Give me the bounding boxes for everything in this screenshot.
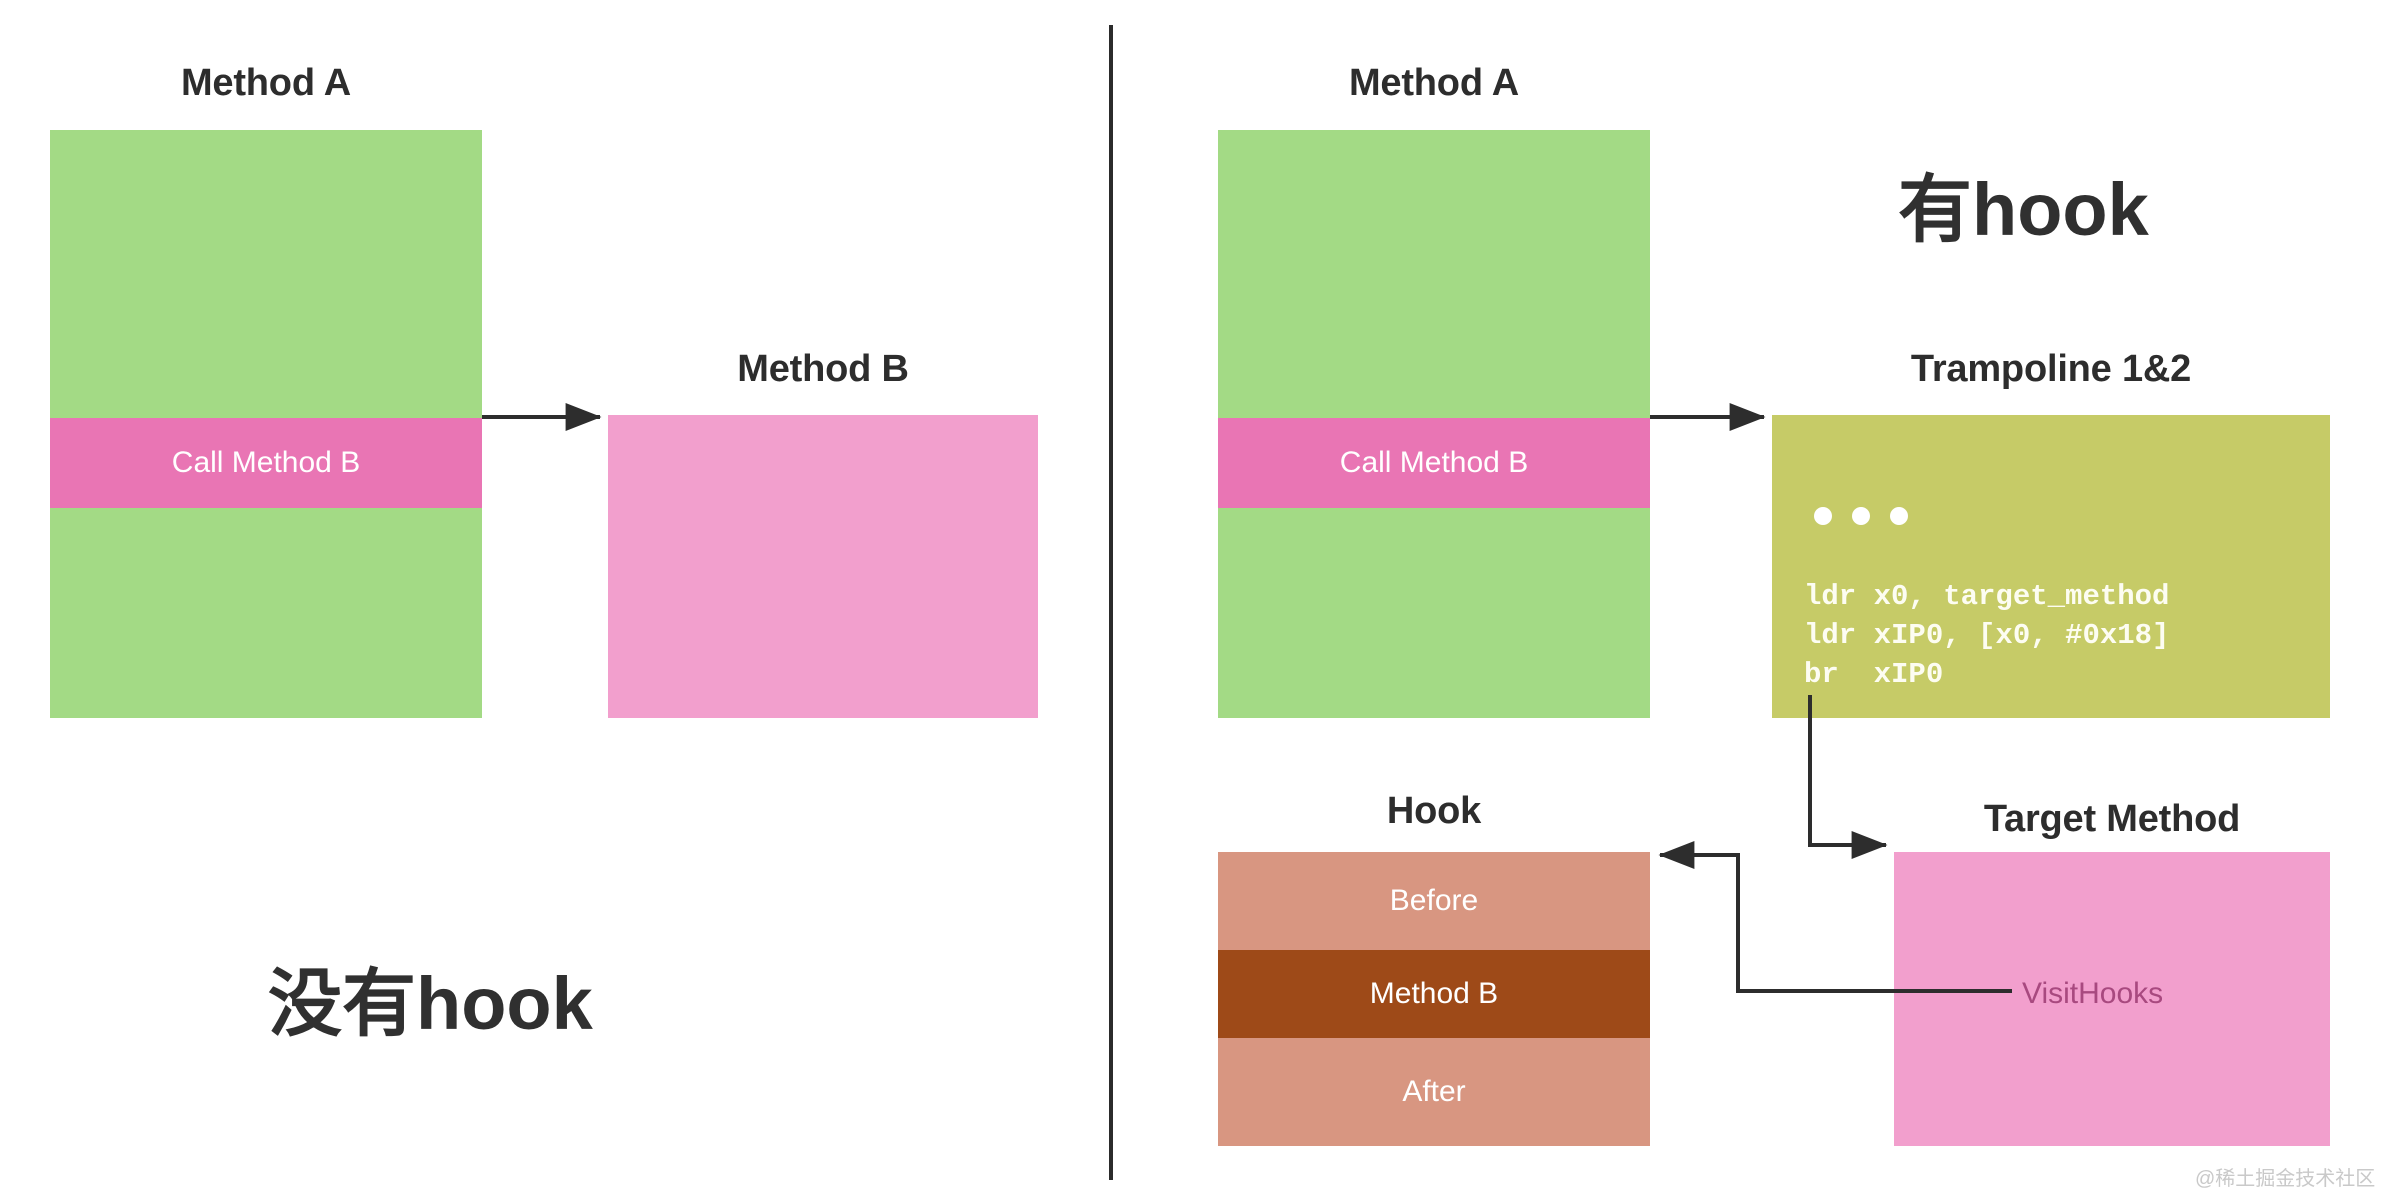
- left-method-b-box: [608, 415, 1038, 718]
- left-call-method-b-label: Call Method B: [171, 446, 361, 479]
- ellipsis-dot-2: [1852, 507, 1870, 525]
- ellipsis-dots: [1814, 507, 1908, 525]
- hook-band-before: Before: [1218, 852, 1650, 950]
- hook-band-after-label: After: [1402, 1075, 1466, 1108]
- trampoline-code-line-1: ldr x0, target_method: [1804, 580, 2170, 613]
- left-method-a-body-top: [50, 130, 482, 418]
- left-panel-caption: 没有hook: [268, 962, 593, 1045]
- left-method-a-title: Method A: [180, 62, 352, 104]
- right-panel-caption: 有hook: [1898, 168, 2149, 251]
- left-call-method-b-band: Call Method B: [50, 418, 482, 508]
- right-call-method-b-band: Call Method B: [1218, 418, 1650, 508]
- visit-hooks-label: VisitHooks: [2022, 977, 2164, 1010]
- left-method-b-title: Method B: [737, 348, 909, 390]
- hook-band-after: After: [1218, 1038, 1650, 1146]
- hook-title: Hook: [1386, 790, 1482, 832]
- hook-band-before-label: Before: [1389, 884, 1479, 917]
- right-method-a-body-top: [1218, 130, 1650, 418]
- ellipsis-dot-3: [1890, 507, 1908, 525]
- trampoline-code-line-2: ldr xIP0, [x0, #0x18]: [1804, 619, 2170, 652]
- trampoline-box: ldr x0, target_method ldr xIP0, [x0, #0x…: [1772, 415, 2330, 718]
- ellipsis-dot-1: [1814, 507, 1832, 525]
- right-method-a-title: Method A: [1348, 62, 1520, 104]
- trampoline-title: Trampoline 1&2: [1910, 348, 2192, 390]
- right-call-method-b-label: Call Method B: [1339, 446, 1529, 479]
- hook-band-method-b: Method B: [1218, 950, 1650, 1038]
- target-method-title: Target Method: [1983, 798, 2241, 840]
- watermark: @稀土掘金技术社区: [2195, 1168, 2376, 1190]
- panel-divider: [1109, 25, 1113, 1180]
- hook-band-method-b-label: Method B: [1369, 977, 1499, 1010]
- trampoline-code-line-3: br xIP0: [1804, 658, 1944, 691]
- left-method-a-body-bottom: [50, 508, 482, 718]
- right-method-a-body-bottom: [1218, 508, 1650, 718]
